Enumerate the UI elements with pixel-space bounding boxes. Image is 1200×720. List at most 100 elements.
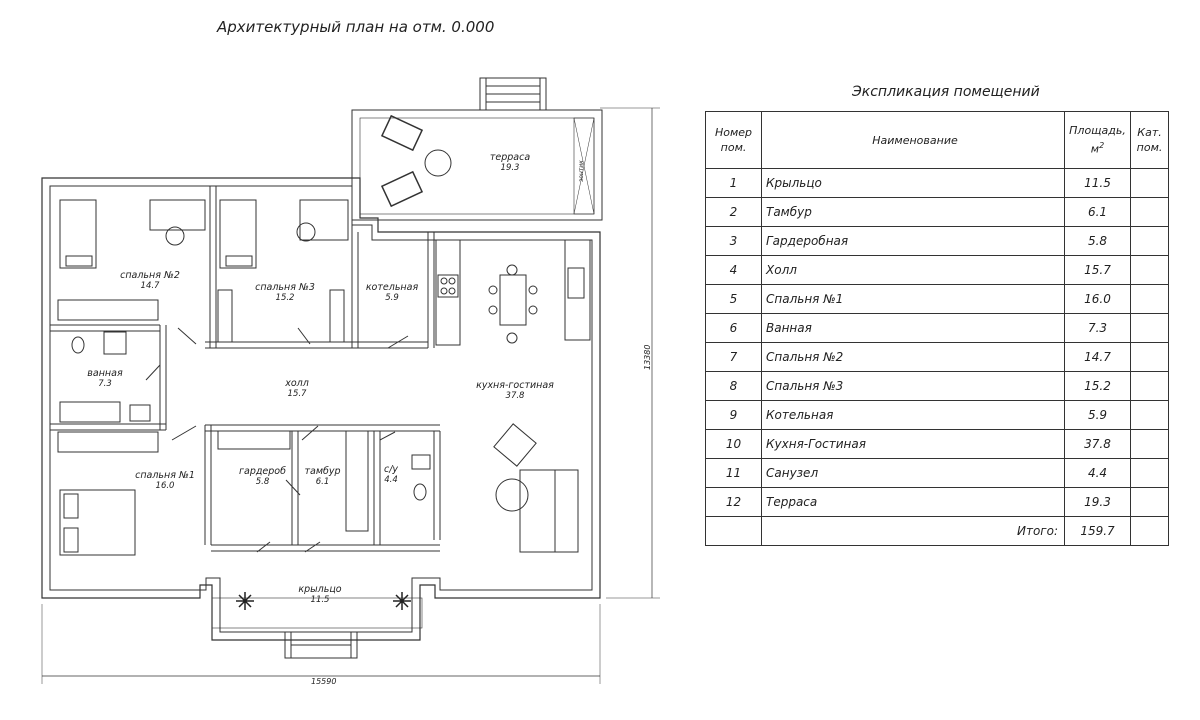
row-name: Санузел (761, 458, 1065, 488)
header-area-label: Площадь, м (1069, 124, 1126, 156)
room-bedroom1-name: спальня №1 (135, 470, 195, 481)
room-bathroom-name: ванная (87, 368, 123, 379)
room-bedroom1: спальня №1 16.0 (130, 470, 200, 492)
row-num: 12 (705, 487, 762, 517)
room-wc: с/у 4.4 (376, 464, 406, 486)
room-porch: крыльцо 11.5 (290, 584, 350, 606)
terrace-umbrella-box (573, 117, 595, 215)
row-area: 4.4 (1064, 458, 1131, 488)
row-cat (1130, 226, 1169, 256)
room-hall-name: холл (285, 378, 309, 389)
room-vestibule-area: 6.1 (315, 477, 330, 487)
row-area: 15.2 (1064, 371, 1131, 401)
wardrobe-bedroom3-a (217, 289, 233, 343)
lounger-1 (380, 114, 424, 152)
armchair (493, 423, 537, 467)
bed-bedroom1 (59, 489, 136, 556)
header-area: Площадь, м2 (1064, 111, 1131, 169)
dining-table (499, 274, 527, 326)
row-area: 11.5 (1064, 168, 1131, 198)
row-area: 7.3 (1064, 313, 1131, 343)
room-wardrobe-name: гардероб (239, 466, 286, 477)
outer-wall (41, 177, 601, 641)
room-terrace-area: 19.3 (500, 163, 520, 173)
room-kitchen-name: кухня-гостиная (476, 380, 554, 391)
total-num (705, 516, 762, 546)
row-name: Спальня №2 (761, 342, 1065, 372)
room-wardrobe: гардероб 5.8 (235, 466, 290, 488)
plant-right (393, 592, 411, 610)
row-area: 16.0 (1064, 284, 1131, 314)
room-hall-area: 15.7 (287, 389, 307, 399)
room-wc-area: 4.4 (384, 475, 398, 485)
room-bathroom-area: 7.3 (98, 379, 112, 389)
kitchen-counter (435, 239, 461, 346)
room-boiler-area: 5.9 (385, 293, 399, 303)
row-name: Тамбур (761, 197, 1065, 227)
wardrobe-bedroom2 (57, 299, 159, 321)
row-name: Спальня №1 (761, 284, 1065, 314)
wc-basin (411, 454, 431, 470)
total-label: Итого: (761, 516, 1065, 546)
row-num: 4 (705, 255, 762, 285)
room-porch-area: 11.5 (310, 595, 330, 605)
table-total-row: Итого: 159.7 (705, 516, 1169, 546)
explication-table: Номер пом. Наименование Площадь, м2 Кат.… (705, 111, 1169, 546)
desk-bedroom2 (149, 199, 206, 231)
row-cat (1130, 429, 1169, 459)
kitchen-counter-right (564, 239, 591, 341)
row-cat (1130, 458, 1169, 488)
bathtub (59, 401, 121, 423)
room-vestibule: тамбур 6.1 (300, 466, 345, 488)
stove (437, 274, 459, 298)
bed-bedroom3 (219, 199, 257, 269)
row-name: Терраса (761, 487, 1065, 517)
inner-wall-line (49, 185, 593, 633)
room-bedroom3: спальня №3 15.2 (250, 282, 320, 304)
row-area: 6.1 (1064, 197, 1131, 227)
terrace-stairs (479, 77, 547, 111)
terrace-table (424, 149, 452, 177)
room-boiler: котельная 5.9 (362, 282, 422, 304)
room-bedroom3-name: спальня №3 (255, 282, 315, 293)
row-area: 14.7 (1064, 342, 1131, 372)
row-num: 10 (705, 429, 762, 459)
row-num: 2 (705, 197, 762, 227)
porch-railing (211, 597, 423, 629)
row-name: Спальня №3 (761, 371, 1065, 401)
lounger-2 (380, 170, 424, 208)
row-name: Ванная (761, 313, 1065, 343)
room-bedroom1-area: 16.0 (155, 481, 175, 491)
dimension-height: 13380 (643, 344, 652, 370)
row-cat (1130, 400, 1169, 430)
row-cat (1130, 313, 1169, 343)
room-kitchen-area: 37.8 (505, 391, 525, 401)
porch-stairs (284, 631, 358, 659)
room-porch-name: крыльцо (298, 584, 342, 595)
room-bathroom: ванная 7.3 (80, 368, 130, 390)
room-wc-name: с/у (383, 464, 399, 475)
room-bedroom2-area: 14.7 (140, 281, 160, 291)
row-name: Кухня-Гостиная (761, 429, 1065, 459)
room-bedroom2-name: спальня №2 (120, 270, 180, 281)
room-bedroom2: спальня №2 14.7 (115, 270, 185, 292)
header-num: Номер пом. (705, 111, 762, 169)
row-name: Холл (761, 255, 1065, 285)
row-name: Крыльцо (761, 168, 1065, 198)
total-value: 159.7 (1064, 516, 1131, 546)
terrace-outline (351, 109, 603, 221)
row-num: 6 (705, 313, 762, 343)
wardrobe-dressing-2 (345, 430, 369, 532)
sofa (519, 469, 579, 553)
header-area-sup: 2 (1099, 141, 1105, 151)
wardrobe-bedroom1 (57, 431, 159, 453)
